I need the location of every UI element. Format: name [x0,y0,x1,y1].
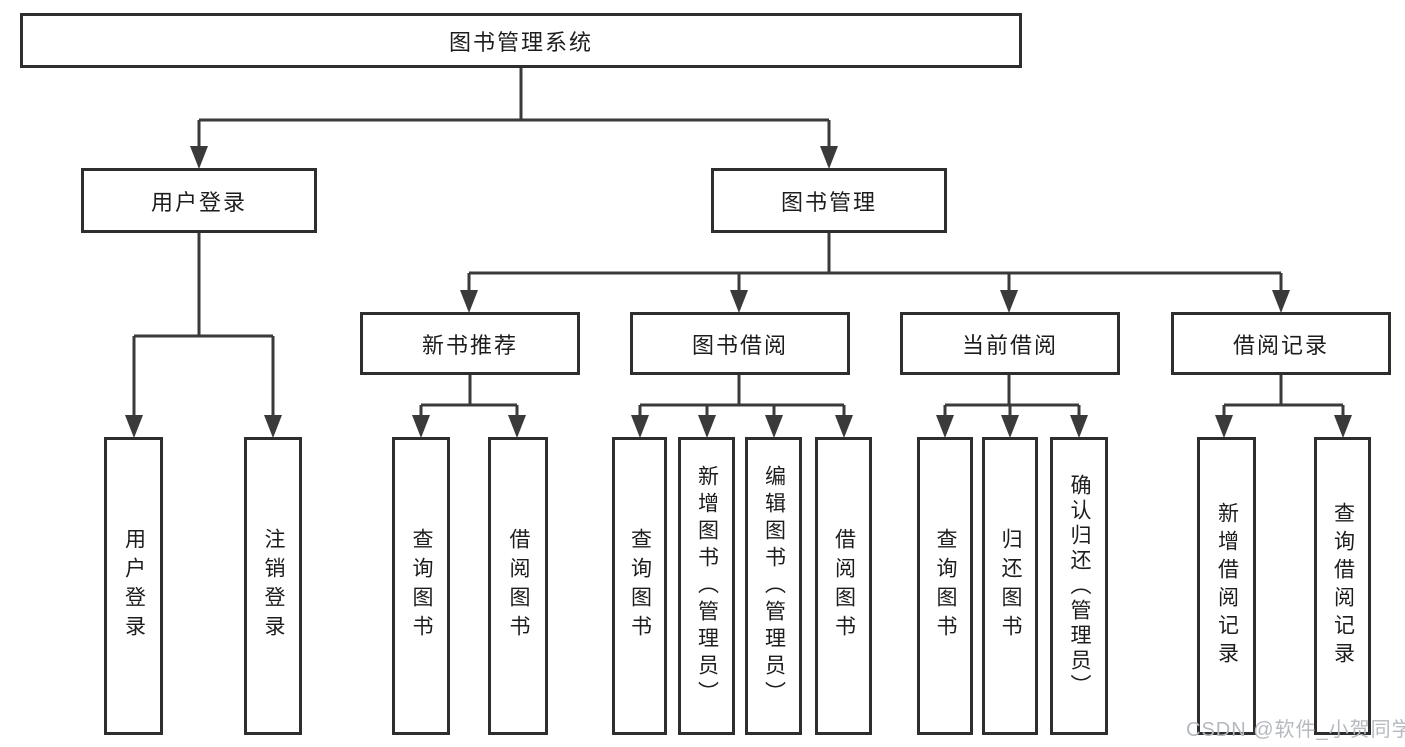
leaf-user-login: 用户登录 [104,437,163,735]
leaf-query-books-borrow: 查询图书 [612,437,667,735]
leaf-edit-books-admin: 编辑图书（管理员） [745,437,802,735]
node-label: 查询借阅记录 [1331,502,1355,670]
leaf-logout: 注销登录 [244,437,302,735]
node-label: 图书借阅 [691,332,788,358]
leaf-query-borrow-record: 查询借阅记录 [1314,437,1371,735]
leaf-query-books-current: 查询图书 [917,437,973,735]
leaf-borrow-books: 借阅图书 [815,437,872,735]
node-label: 当前借阅 [961,332,1058,358]
node-label: 借阅图书 [832,528,856,644]
node-label: 借阅图书 [507,528,530,644]
node-label: 编辑图书（管理员） [762,464,786,708]
node-label: 用户登录 [122,528,146,644]
leaf-confirm-return-admin: 确认归还（管理员） [1050,437,1108,735]
node-label: 图书管理 [780,189,877,215]
node-borrow-records: 借阅记录 [1171,312,1391,375]
node-user-login: 用户登录 [81,168,317,233]
node-book-management: 图书管理 [711,168,947,233]
node-label: 新增借阅记录 [1215,502,1239,670]
leaf-borrow-books-recommend: 借阅图书 [488,437,548,735]
leaf-return-books: 归还图书 [982,437,1038,735]
csdn-watermark: CSDN @软件_小贺同学 [1186,719,1405,741]
node-label: 新书推荐 [421,332,518,358]
node-current-borrow: 当前借阅 [900,312,1120,375]
node-label: 注销登录 [262,528,285,644]
leaf-query-books-recommend: 查询图书 [392,437,450,735]
node-new-book-recommend: 新书推荐 [360,312,580,375]
node-book-borrow: 图书借阅 [630,312,850,375]
node-label: 借阅记录 [1232,332,1329,358]
leaf-add-books-admin: 新增图书（管理员） [678,437,735,735]
node-label: 图书管理系统 [448,29,593,55]
node-library-management-system: 图书管理系统 [20,13,1022,68]
leaf-add-borrow-record: 新增借阅记录 [1197,437,1256,735]
node-label: 归还图书 [999,528,1022,644]
node-label: 新增图书（管理员） [695,464,719,708]
node-label: 查询图书 [934,528,957,644]
node-label: 查询图书 [410,528,433,644]
node-label: 用户登录 [150,189,247,215]
node-label: 查询图书 [628,528,652,644]
node-label: 确认归还（管理员） [1068,473,1091,699]
